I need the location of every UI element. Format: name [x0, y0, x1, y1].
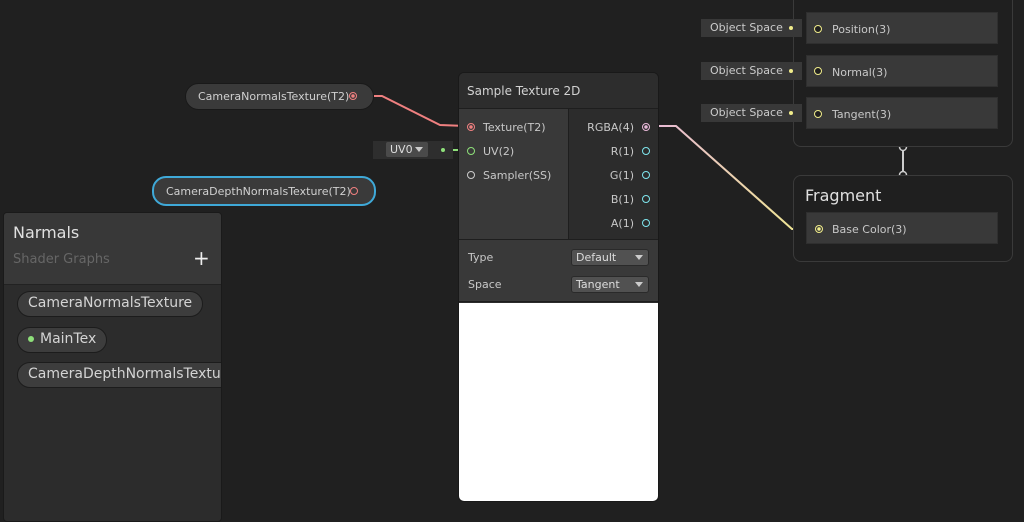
sample-texture-2d-node[interactable]: Sample Texture 2D Texture(T2) UV(2) Samp…: [458, 72, 659, 502]
input-label: UV(2): [483, 145, 515, 158]
vertex-block-normal[interactable]: Normal(3): [806, 55, 998, 87]
port-dot: [789, 26, 793, 30]
output-label: RGBA(4): [587, 121, 634, 134]
property-node-camera-depth-normals[interactable]: CameraDepthNormalsTexture(T2): [152, 176, 376, 206]
property-label: CameraDepthNormalsTexture: [28, 366, 222, 382]
output-label: G(1): [609, 169, 634, 182]
input-ports: Texture(T2) UV(2) Sampler(SS): [459, 109, 568, 239]
default-label: Object Space: [710, 21, 783, 34]
a-port[interactable]: [642, 219, 650, 227]
block-label: Tangent(3): [832, 108, 892, 121]
tangent-default[interactable]: Object Space: [701, 104, 802, 122]
blackboard-property[interactable]: CameraDepthNormalsTexture: [17, 362, 222, 388]
node-title: Sample Texture 2D: [459, 73, 658, 109]
plus-icon[interactable]: +: [193, 246, 210, 270]
port-dot: [789, 111, 793, 115]
type-value: Default: [576, 251, 617, 264]
texture-preview: [459, 303, 658, 501]
property-label: MainTex: [40, 331, 97, 347]
output-ports: RGBA(4) R(1) G(1) B(1) A(1): [568, 109, 658, 239]
in-use-dot: [28, 336, 34, 342]
sampler-port[interactable]: [467, 171, 475, 179]
block-label: Normal(3): [832, 66, 888, 79]
chevron-down-icon: [635, 255, 643, 260]
default-label: Object Space: [710, 106, 783, 119]
property-label: CameraNormalsTexture: [28, 295, 193, 311]
blackboard-property[interactable]: MainTex: [17, 327, 108, 353]
vertex-block-position[interactable]: Position(3): [806, 12, 998, 44]
normal-default[interactable]: Object Space: [701, 62, 802, 80]
output-port[interactable]: [349, 92, 357, 100]
texture-port[interactable]: [467, 123, 475, 131]
chevron-down-icon: [415, 147, 423, 152]
blackboard-title[interactable]: Narmals: [13, 223, 80, 242]
uv-dropdown[interactable]: UV0: [386, 142, 428, 157]
rgba-port[interactable]: [642, 123, 650, 131]
output-label: A(1): [610, 217, 634, 230]
uv-port[interactable]: [467, 147, 475, 155]
position-port[interactable]: [814, 25, 822, 33]
uv-dropdown-value: UV0: [390, 143, 413, 156]
property-node-camera-normals[interactable]: CameraNormalsTexture(T2): [185, 83, 374, 110]
property-node-label: CameraNormalsTexture(T2): [198, 90, 350, 103]
g-port[interactable]: [642, 171, 650, 179]
wire-texture: [374, 95, 467, 127]
block-label: Base Color(3): [832, 223, 907, 236]
chevron-down-icon: [635, 282, 643, 287]
space-dropdown[interactable]: Tangent: [571, 276, 649, 293]
base-color-port[interactable]: [815, 225, 823, 233]
wire-rgba: [651, 125, 816, 230]
position-default[interactable]: Object Space: [701, 19, 802, 37]
block-label: Position(3): [832, 23, 891, 36]
fragment-block-base-color[interactable]: Base Color(3): [806, 212, 998, 244]
input-label: Texture(T2): [483, 121, 546, 134]
fragment-title: Fragment: [805, 186, 882, 205]
uv-input-field: UV0: [373, 141, 453, 159]
property-node-label: CameraDepthNormalsTexture(T2): [166, 184, 351, 198]
normal-port[interactable]: [814, 67, 822, 75]
type-label: Type: [468, 251, 494, 264]
uv-dot: [441, 148, 445, 152]
output-label: R(1): [610, 145, 634, 158]
blackboard-panel: Narmals Shader Graphs + CameraNormalsTex…: [3, 212, 222, 522]
output-port[interactable]: [350, 187, 358, 195]
input-label: Sampler(SS): [483, 169, 552, 182]
tangent-port[interactable]: [814, 110, 822, 118]
blackboard-subtitle: Shader Graphs: [13, 252, 110, 267]
r-port[interactable]: [642, 147, 650, 155]
type-dropdown[interactable]: Default: [571, 249, 649, 266]
port-dot: [789, 69, 793, 73]
vertex-block-tangent[interactable]: Tangent(3): [806, 97, 998, 129]
blackboard-property[interactable]: CameraNormalsTexture: [17, 291, 204, 317]
space-label: Space: [468, 278, 502, 291]
default-label: Object Space: [710, 64, 783, 77]
output-label: B(1): [610, 193, 634, 206]
b-port[interactable]: [642, 195, 650, 203]
space-value: Tangent: [576, 278, 620, 291]
